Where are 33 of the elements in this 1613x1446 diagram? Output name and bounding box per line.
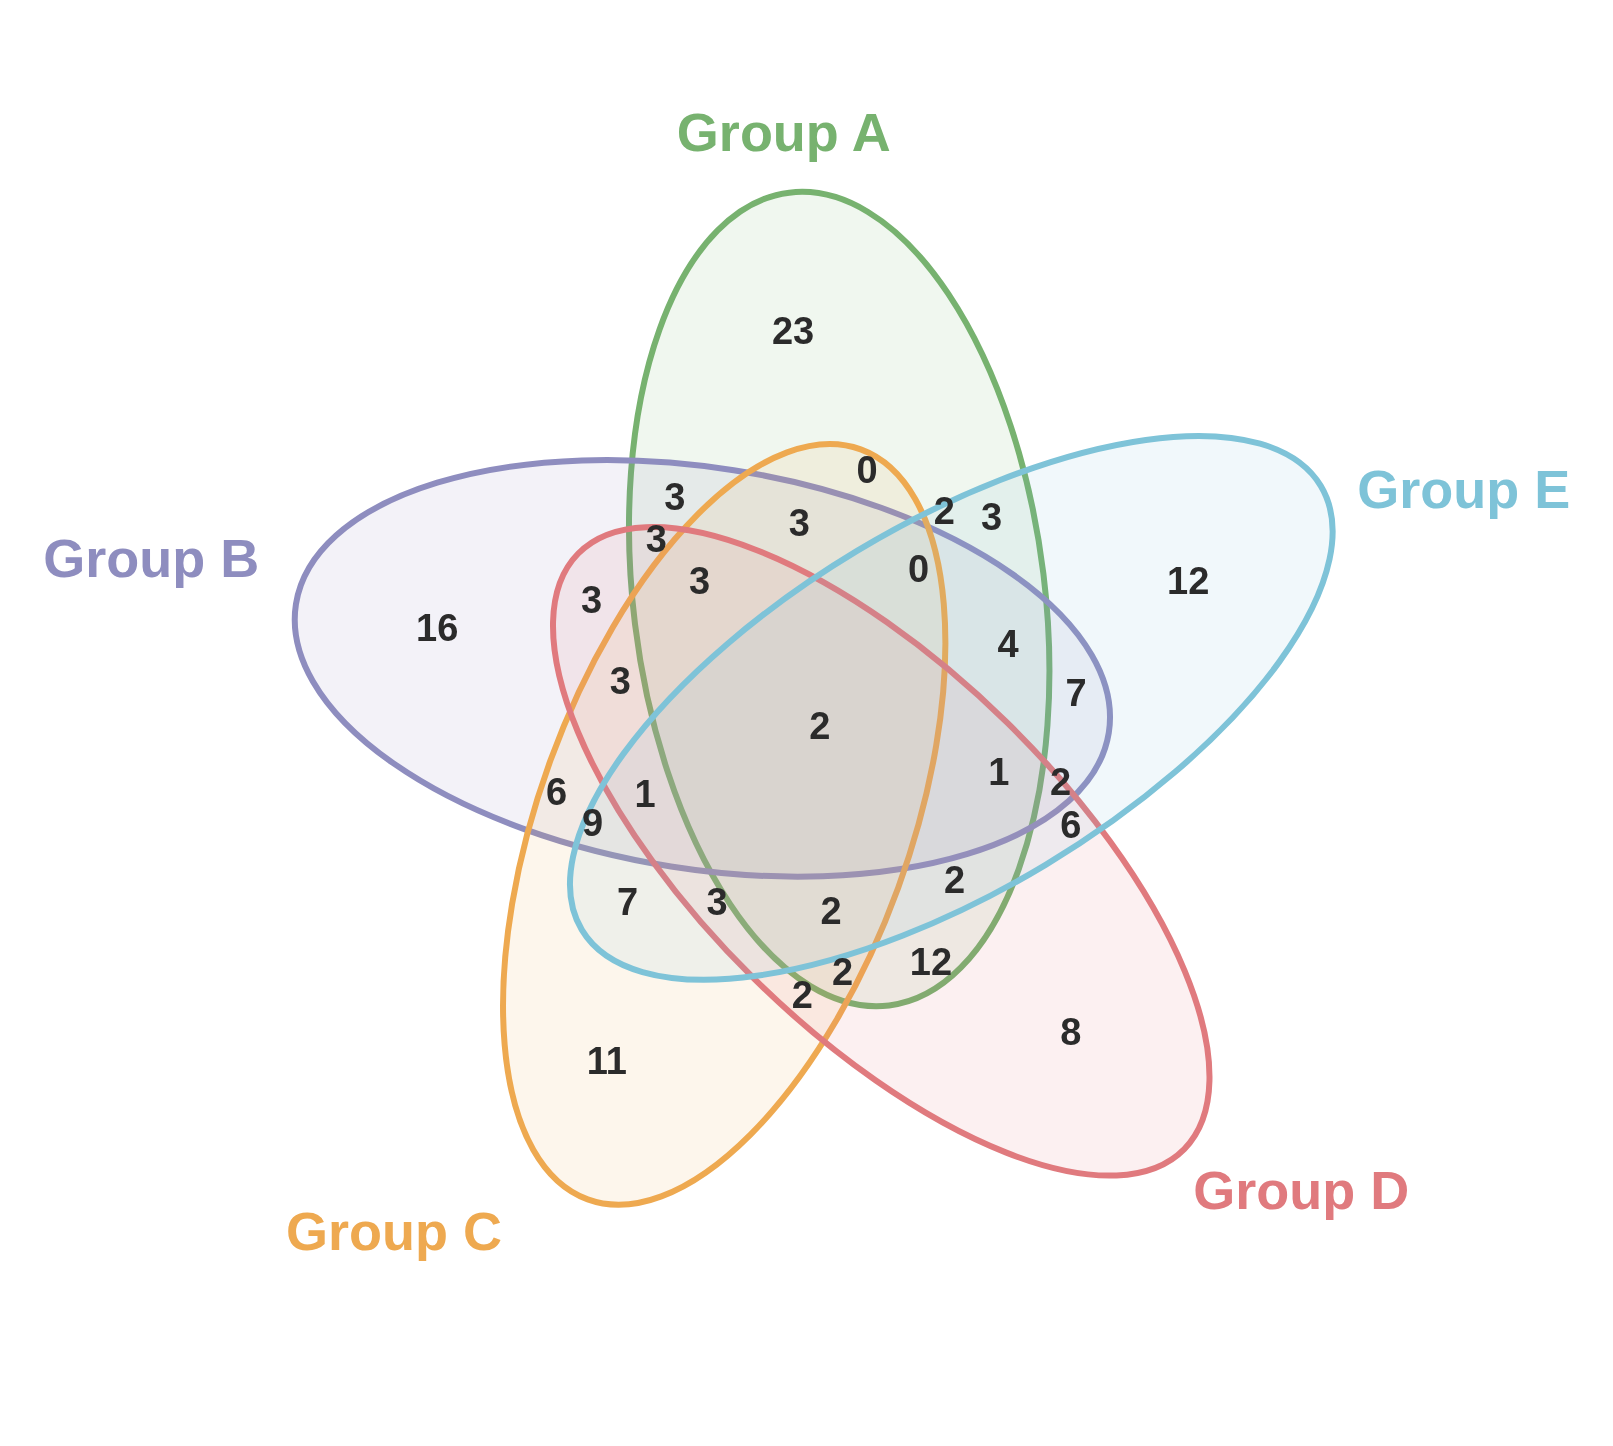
region-count: 3 — [609, 662, 631, 700]
region-count: 4 — [997, 624, 1019, 663]
region-count: 6 — [545, 773, 568, 812]
region-count: 0 — [908, 549, 930, 588]
set-title: Group D — [1193, 1163, 1410, 1218]
region-count: 3 — [688, 562, 711, 601]
region-count: 2 — [809, 707, 831, 746]
region-count: 3 — [788, 503, 810, 542]
region-count: 6 — [1060, 806, 1082, 844]
region-count: 2 — [933, 492, 955, 531]
region-count: 23 — [772, 312, 815, 351]
region-count: 16 — [416, 608, 459, 647]
region-count: 9 — [581, 803, 604, 842]
region-count: 2 — [820, 892, 842, 931]
region-count: 3 — [664, 477, 686, 516]
region-count: 7 — [616, 883, 639, 922]
region-count: 2 — [791, 975, 813, 1014]
region-count: 2 — [1050, 762, 1072, 801]
region-count: 8 — [1060, 1012, 1082, 1051]
region-count: 3 — [706, 883, 728, 922]
region-count: 11 — [586, 1041, 627, 1080]
region-count: 12 — [1167, 562, 1210, 601]
region-count: 2 — [944, 860, 966, 899]
region-count: 0 — [856, 451, 878, 490]
region-count: 3 — [981, 498, 1003, 537]
region-count: 1 — [634, 775, 656, 814]
region-count: 12 — [909, 942, 953, 981]
region-count: 3 — [580, 580, 603, 619]
region-count: 7 — [1065, 674, 1087, 713]
region-count: 1 — [988, 752, 1010, 791]
region-count: 2 — [831, 953, 854, 992]
region-count: 3 — [645, 520, 667, 559]
set-title: Group C — [286, 1204, 502, 1259]
